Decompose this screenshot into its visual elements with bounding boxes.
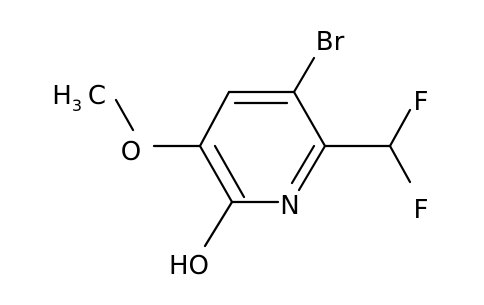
bond-c-f1 xyxy=(388,108,412,148)
fluorine-label-2: F xyxy=(414,195,429,225)
bond-o-ch3 xyxy=(114,98,135,132)
bond-ring-right-upper xyxy=(292,90,327,148)
bond-c-br xyxy=(292,56,316,94)
bond-lines xyxy=(114,56,412,248)
fluorine-label-1: F xyxy=(414,87,429,117)
ring-nitrogen-label: N xyxy=(280,191,299,221)
methoxy-oxygen-label: O xyxy=(121,137,141,167)
hydroxyl-label: HO xyxy=(169,251,209,281)
bond-ring-right-lower-inner xyxy=(290,144,316,185)
bond-ring-right-lower xyxy=(297,144,327,192)
methyl-c: C xyxy=(88,81,106,111)
methyl-subscript: 3 xyxy=(72,96,82,115)
methyl-label: H 3 C xyxy=(52,81,106,115)
bond-ring-left-lower xyxy=(198,144,234,204)
bond-ring-left-upper xyxy=(198,90,231,148)
bond-c-f2 xyxy=(388,144,412,184)
bond-ring-left-lower-inner xyxy=(213,144,246,199)
bromine-label: Br xyxy=(316,27,345,57)
bond-c-oh xyxy=(203,200,234,248)
methyl-h: H xyxy=(52,81,72,111)
